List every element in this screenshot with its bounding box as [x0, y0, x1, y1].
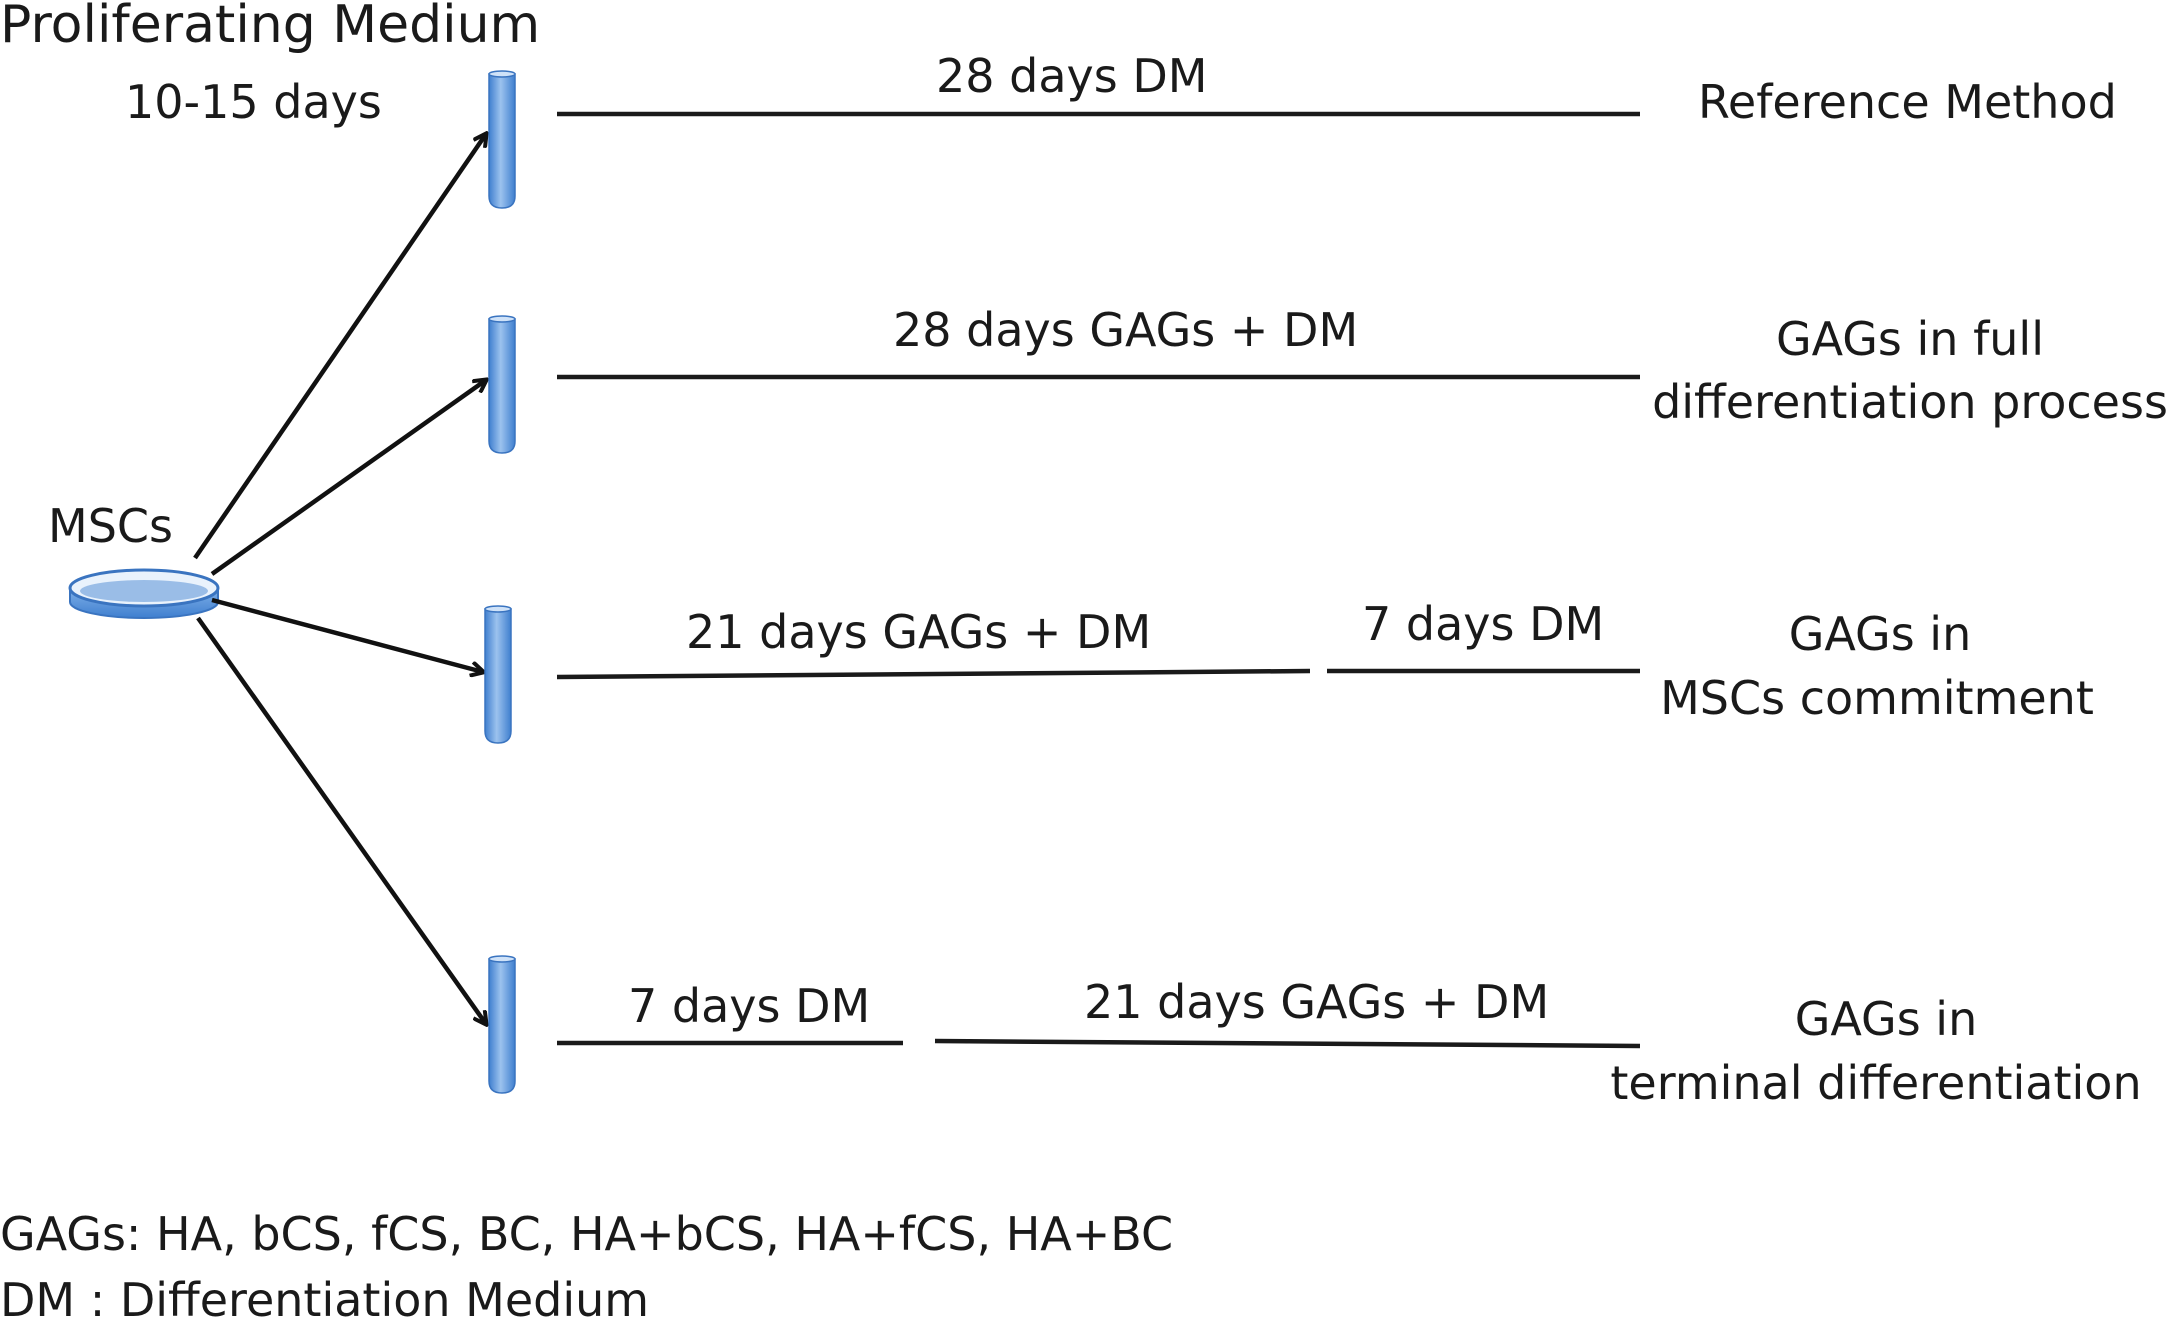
legend-dm: DM : Differentiation Medium — [0, 1273, 649, 1325]
row2-outcome-line1: GAGs in full — [1776, 312, 2044, 366]
culture-tube-icon-3 — [484, 605, 512, 744]
row3-timeline-a — [556, 668, 1311, 680]
branch-arrow-3 — [211, 597, 483, 672]
row4-segment-label-1: 7 days DM — [628, 979, 870, 1033]
row3-segment-label-2: 7 days DM — [1362, 597, 1604, 651]
row4-timeline-b — [934, 1038, 1641, 1049]
culture-tube-icon-4 — [488, 955, 516, 1094]
row3-outcome-line1: GAGs in — [1789, 607, 1971, 661]
legend-gags: GAGs: HA, bCS, fCS, BC, HA+bCS, HA+fCS, … — [0, 1207, 1173, 1261]
mscs-label: MSCs — [48, 499, 173, 553]
row4-outcome-line1: GAGs in — [1795, 992, 1977, 1046]
row4-segment-label-2: 21 days GAGs + DM — [1084, 975, 1549, 1029]
row1-outcome: Reference Method — [1698, 75, 2117, 129]
petri-dish-icon — [68, 568, 220, 619]
row3-segment-label-1: 21 days GAGs + DM — [686, 605, 1151, 659]
row2-segment-label: 28 days GAGs + DM — [893, 303, 1358, 357]
row1-segment-label: 28 days DM — [936, 49, 1207, 103]
row2-outcome-line2: differentiation process — [1652, 375, 2166, 429]
proliferation-duration: 10-15 days — [125, 75, 382, 129]
branch-arrow-2 — [210, 380, 486, 576]
proliferating-medium-title: Proliferating Medium — [0, 0, 540, 55]
row4-outcome-line2: terminal differentiation — [1610, 1056, 2141, 1110]
branch-arrow-4 — [196, 616, 486, 1024]
culture-tube-icon-2 — [488, 315, 516, 454]
culture-tube-icon-1 — [488, 70, 516, 209]
branch-arrow-1 — [193, 134, 486, 560]
row3-outcome-line2: MSCs commitment — [1660, 671, 2094, 725]
